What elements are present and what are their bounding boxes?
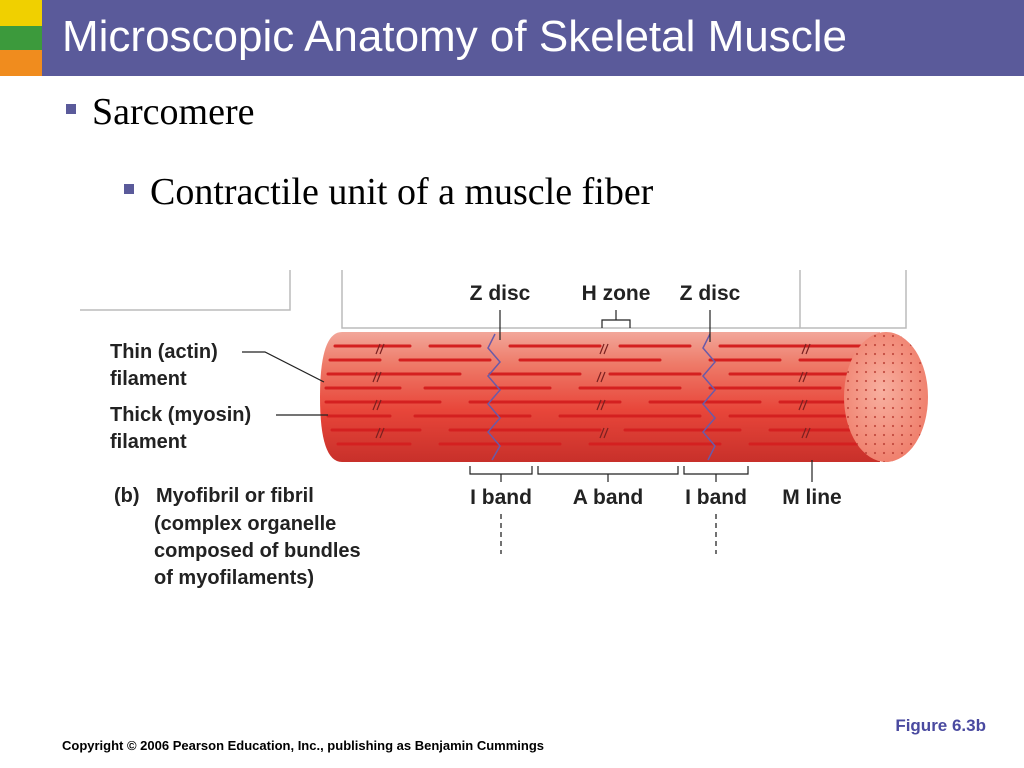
label-i-band-right: I band xyxy=(685,486,747,509)
label-thin-filament-2: filament xyxy=(110,368,187,390)
outline-right xyxy=(799,270,907,329)
bracket-i-band-right xyxy=(683,466,749,475)
corner-accent-yellow xyxy=(0,0,42,26)
label-thick-filament-1: Thick (myosin) xyxy=(110,404,251,426)
copyright-notice: Copyright © 2006 Pearson Education, Inc.… xyxy=(62,738,544,753)
outline-left xyxy=(80,270,291,311)
leader-h-zone xyxy=(601,310,631,328)
z-disc-line-right xyxy=(702,333,716,461)
label-h-zone: H zone xyxy=(582,282,651,305)
label-z-disc-right: Z disc xyxy=(680,282,741,305)
slide-title: Microscopic Anatomy of Skeletal Muscle xyxy=(62,12,847,61)
myofibril-cross-section-dots xyxy=(844,332,928,462)
title-bar xyxy=(42,0,1024,76)
bracket-i-band-left xyxy=(469,466,533,475)
figure-label: Figure 6.3b xyxy=(895,716,986,735)
bullet-text: Contractile unit of a muscle fiber xyxy=(150,171,654,213)
bracket-a-band xyxy=(537,466,679,475)
filament-stripes xyxy=(324,344,872,446)
label-z-disc-left: Z disc xyxy=(470,282,531,305)
label-i-band-left: I band xyxy=(470,486,532,509)
corner-accent-green xyxy=(0,26,42,50)
caption-title: Myofibril or fibril xyxy=(156,485,314,507)
z-disc-line-left xyxy=(487,333,501,461)
label-thin-filament-1: Thin (actin) xyxy=(110,341,218,363)
caption-prefix: (b) xyxy=(114,485,140,507)
square-bullet-icon xyxy=(124,184,134,194)
square-bullet-icon xyxy=(66,104,76,114)
bullet-text: Sarcomere xyxy=(92,91,255,133)
label-a-band: A band xyxy=(573,486,643,509)
caption-line-1: (complex organelle xyxy=(154,513,336,535)
hatch-marks xyxy=(372,343,811,439)
label-m-line: M line xyxy=(782,486,842,509)
caption-line-3: of myofilaments) xyxy=(154,567,314,589)
outline-mid xyxy=(341,270,800,329)
leader-thin-filament xyxy=(242,351,325,383)
myofibril-illustration: Z disc H zone Z disc Thin (actin) filame… xyxy=(80,270,928,589)
label-thick-filament-2: filament xyxy=(110,431,187,453)
caption-line-2: composed of bundles xyxy=(154,540,361,562)
myofibril-diagram: Z disc H zone Z disc Thin (actin) filame… xyxy=(80,270,940,605)
corner-accent-orange xyxy=(0,50,42,76)
